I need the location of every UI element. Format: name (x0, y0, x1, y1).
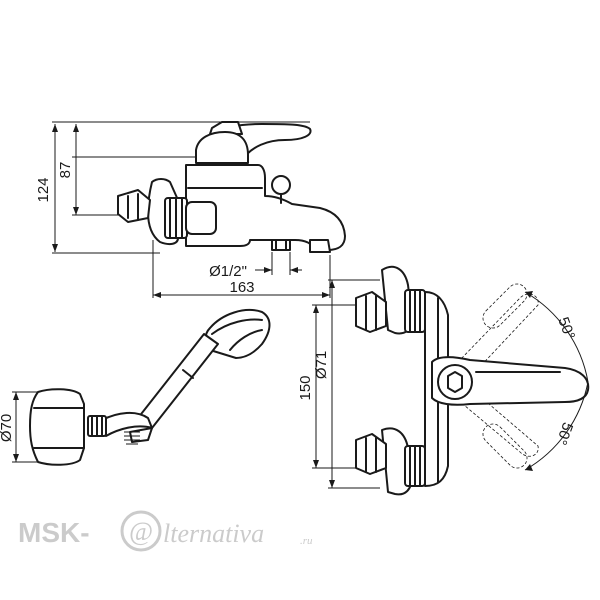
angle-upper-50: 50° (554, 315, 578, 342)
dimension-70: Ø70 (0, 414, 15, 442)
dimension-163: 163 (229, 279, 254, 296)
mixer-top-view (312, 265, 590, 496)
mixer-side-view (52, 121, 346, 298)
angle-lower-50: 50° (552, 420, 576, 447)
dimension-71: Ø71 (313, 351, 330, 379)
dimension-half-inch: Ø1/2" (209, 263, 247, 280)
watermark-domain: .ru (300, 535, 313, 547)
hand-shower-assembly (12, 309, 271, 466)
dimension-124: 124 (35, 177, 52, 202)
dimension-150: 150 (297, 375, 314, 400)
watermark-at: @ (129, 517, 153, 546)
dimension-87: 87 (57, 162, 74, 179)
watermark-logo: MSK- @ lternativa .ru (18, 510, 313, 552)
watermark-word: lternativa (163, 519, 264, 548)
watermark-prefix: MSK- (18, 517, 90, 548)
